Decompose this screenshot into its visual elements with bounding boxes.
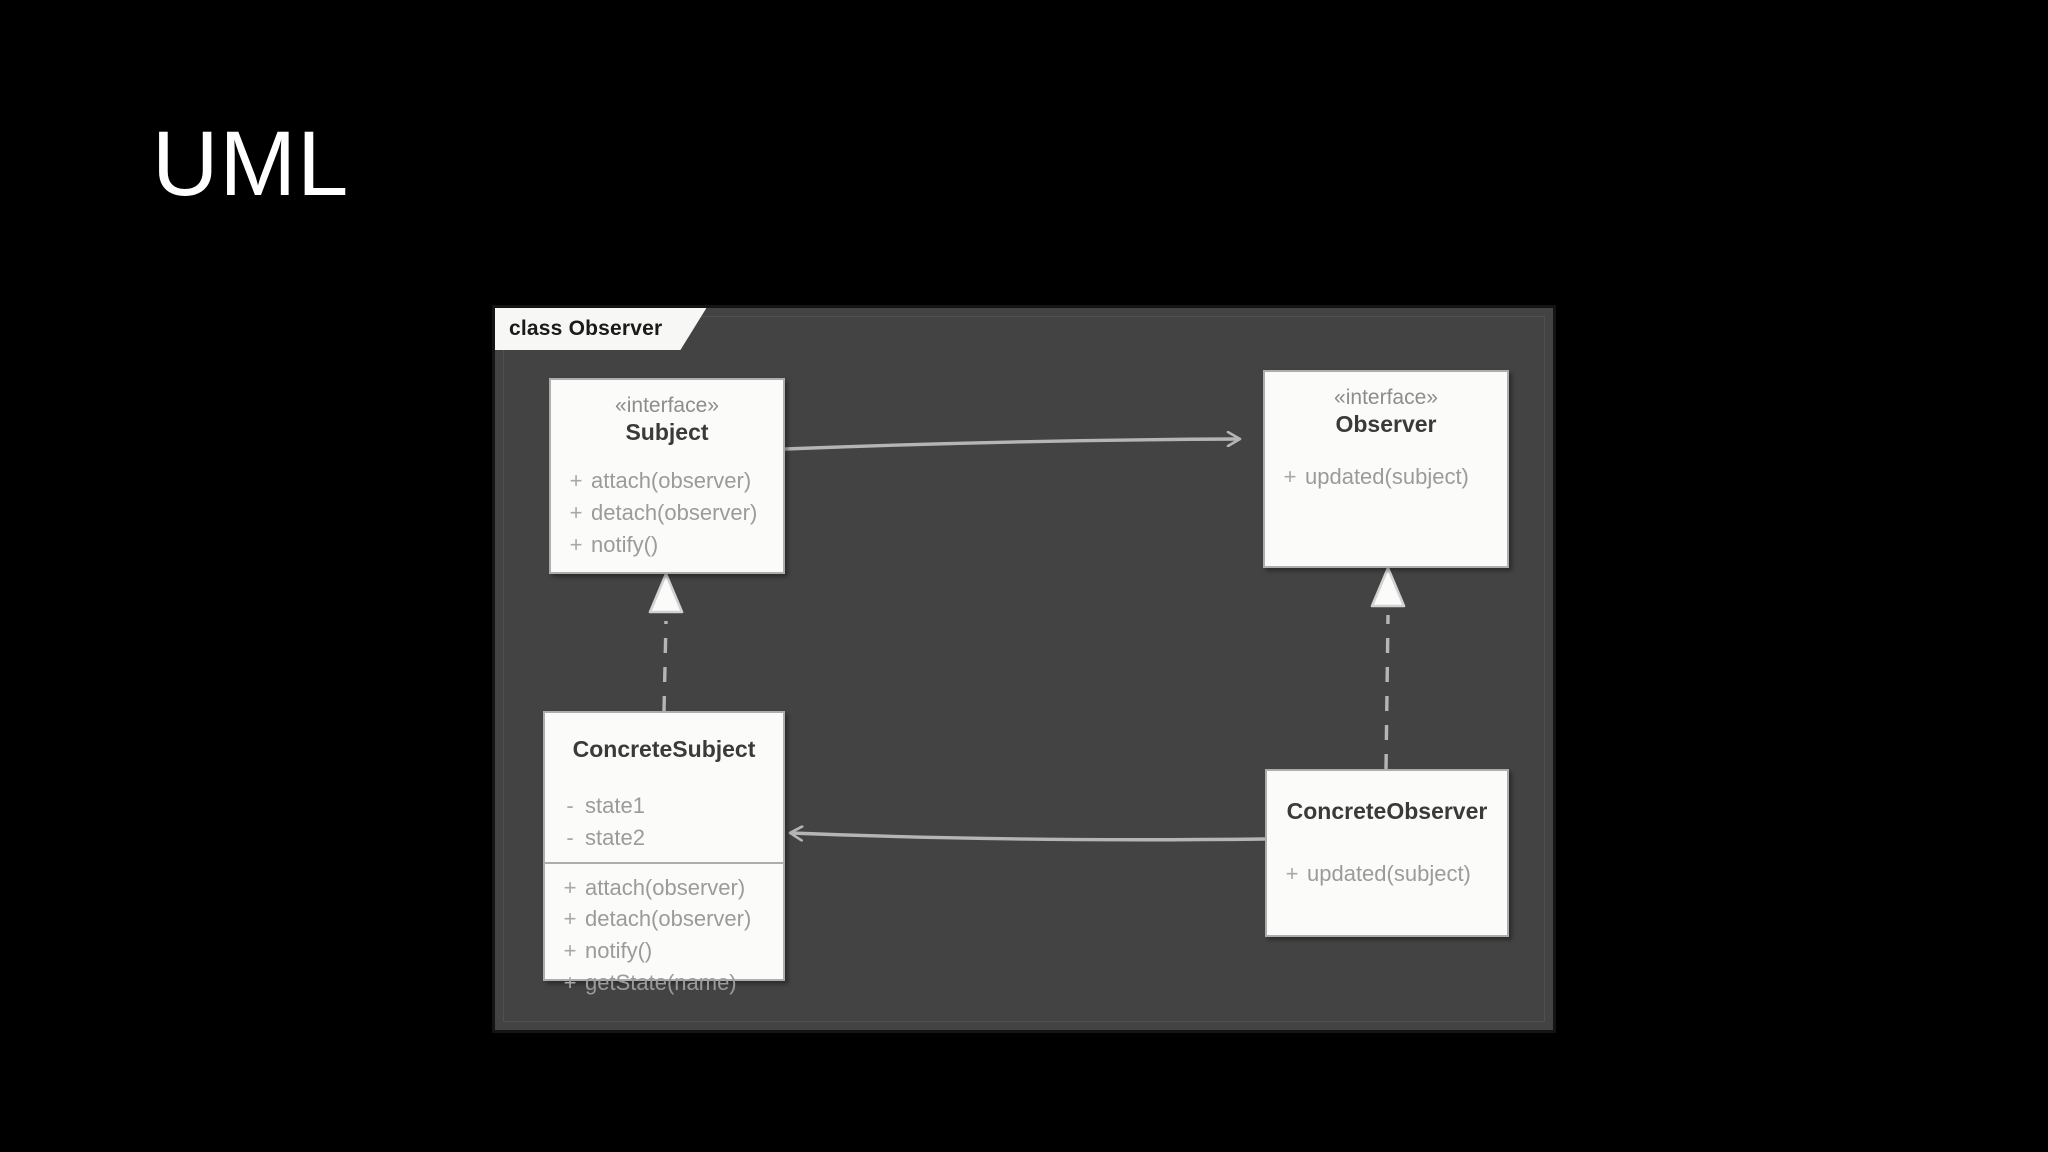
operation-row: + attach(observer) bbox=[555, 872, 783, 904]
operation-row: + updated(subject) bbox=[1277, 858, 1507, 890]
visibility-marker: + bbox=[563, 874, 577, 900]
operation-signature: notify() bbox=[585, 938, 653, 964]
operation-signature: updated(subject) bbox=[1307, 860, 1471, 886]
class-header-concretesubject: ConcreteSubject bbox=[545, 713, 783, 782]
frame-label-tab: class Observer bbox=[495, 308, 706, 350]
operation-signature: attach(observer) bbox=[591, 467, 752, 493]
class-name-label: ConcreteObserver bbox=[1286, 798, 1488, 824]
attributes-compartment: - state1 - state2 bbox=[545, 782, 783, 862]
class-header-subject: «interface» Subject bbox=[551, 380, 783, 457]
class-header-observer: «interface» Observer bbox=[1265, 372, 1507, 449]
page-title: UML bbox=[152, 113, 350, 215]
visibility-marker: - bbox=[566, 824, 574, 850]
visibility-marker: + bbox=[563, 938, 577, 964]
relationship-concreteobserver-to-concretesubject bbox=[791, 833, 1267, 840]
relationship-concretesubject-realizes-subject bbox=[648, 572, 684, 712]
attribute-row: - state2 bbox=[555, 822, 783, 854]
operation-row: + notify() bbox=[561, 529, 783, 561]
operation-signature: notify() bbox=[591, 531, 659, 557]
operation-row: + getState(name) bbox=[555, 967, 783, 999]
uml-class-concretesubject[interactable]: ConcreteSubject - state1 - state2 + atta… bbox=[543, 711, 785, 995]
frame-label-text: class Observer bbox=[509, 317, 663, 340]
operation-row: + detach(observer) bbox=[561, 497, 783, 529]
uml-class-observer[interactable]: «interface» Observer + updated(subject) bbox=[1263, 370, 1509, 568]
visibility-marker: + bbox=[569, 467, 583, 493]
attribute-name: state2 bbox=[585, 824, 645, 850]
stereotype-label: «interface» bbox=[1334, 386, 1438, 409]
visibility-marker: + bbox=[563, 970, 577, 996]
connector-layer: Observer : association, open arrowhead -… bbox=[648, 308, 1406, 1036]
uml-class-concreteobserver[interactable]: ConcreteObserver + updated(subject) bbox=[1265, 769, 1509, 937]
operation-signature: attach(observer) bbox=[585, 874, 746, 900]
visibility-marker: - bbox=[566, 792, 574, 818]
attribute-row: - state1 bbox=[555, 790, 783, 822]
operation-row: + detach(observer) bbox=[555, 903, 783, 935]
operations-compartment: + updated(subject) bbox=[1265, 449, 1507, 501]
class-header-concreteobserver: ConcreteObserver bbox=[1267, 771, 1507, 846]
relationship-subject-to-observer bbox=[783, 439, 1239, 451]
operation-row: + attach(observer) bbox=[561, 465, 783, 497]
uml-diagram-frame: class Observer Observer : association, o… bbox=[492, 305, 1556, 1033]
stereotype-label: «interface» bbox=[615, 394, 719, 417]
relationship-concreteobserver-realizes-observer bbox=[1370, 566, 1406, 770]
visibility-marker: + bbox=[569, 531, 583, 557]
operation-signature: detach(observer) bbox=[585, 906, 752, 932]
operation-row: + updated(subject) bbox=[1275, 461, 1507, 493]
class-name-label: Subject bbox=[625, 419, 709, 446]
visibility-marker: + bbox=[1283, 463, 1297, 489]
uml-class-subject[interactable]: «interface» Subject + attach(observer) +… bbox=[549, 378, 785, 574]
attribute-name: state1 bbox=[585, 792, 645, 818]
operation-signature: detach(observer) bbox=[591, 499, 758, 525]
operation-signature: getState(name) bbox=[585, 970, 737, 996]
operations-compartment: + updated(subject) bbox=[1267, 846, 1507, 898]
visibility-marker: + bbox=[1285, 860, 1299, 886]
operation-signature: updated(subject) bbox=[1305, 463, 1469, 489]
visibility-marker: + bbox=[569, 499, 583, 525]
operations-compartment: + attach(observer) + detach(observer) + … bbox=[545, 861, 783, 1008]
class-name-label: ConcreteSubject bbox=[572, 736, 756, 762]
visibility-marker: + bbox=[563, 906, 577, 932]
operations-compartment: + attach(observer) + detach(observer) + … bbox=[551, 457, 783, 569]
class-name-label: Observer bbox=[1335, 411, 1437, 438]
operation-row: + notify() bbox=[555, 935, 783, 967]
